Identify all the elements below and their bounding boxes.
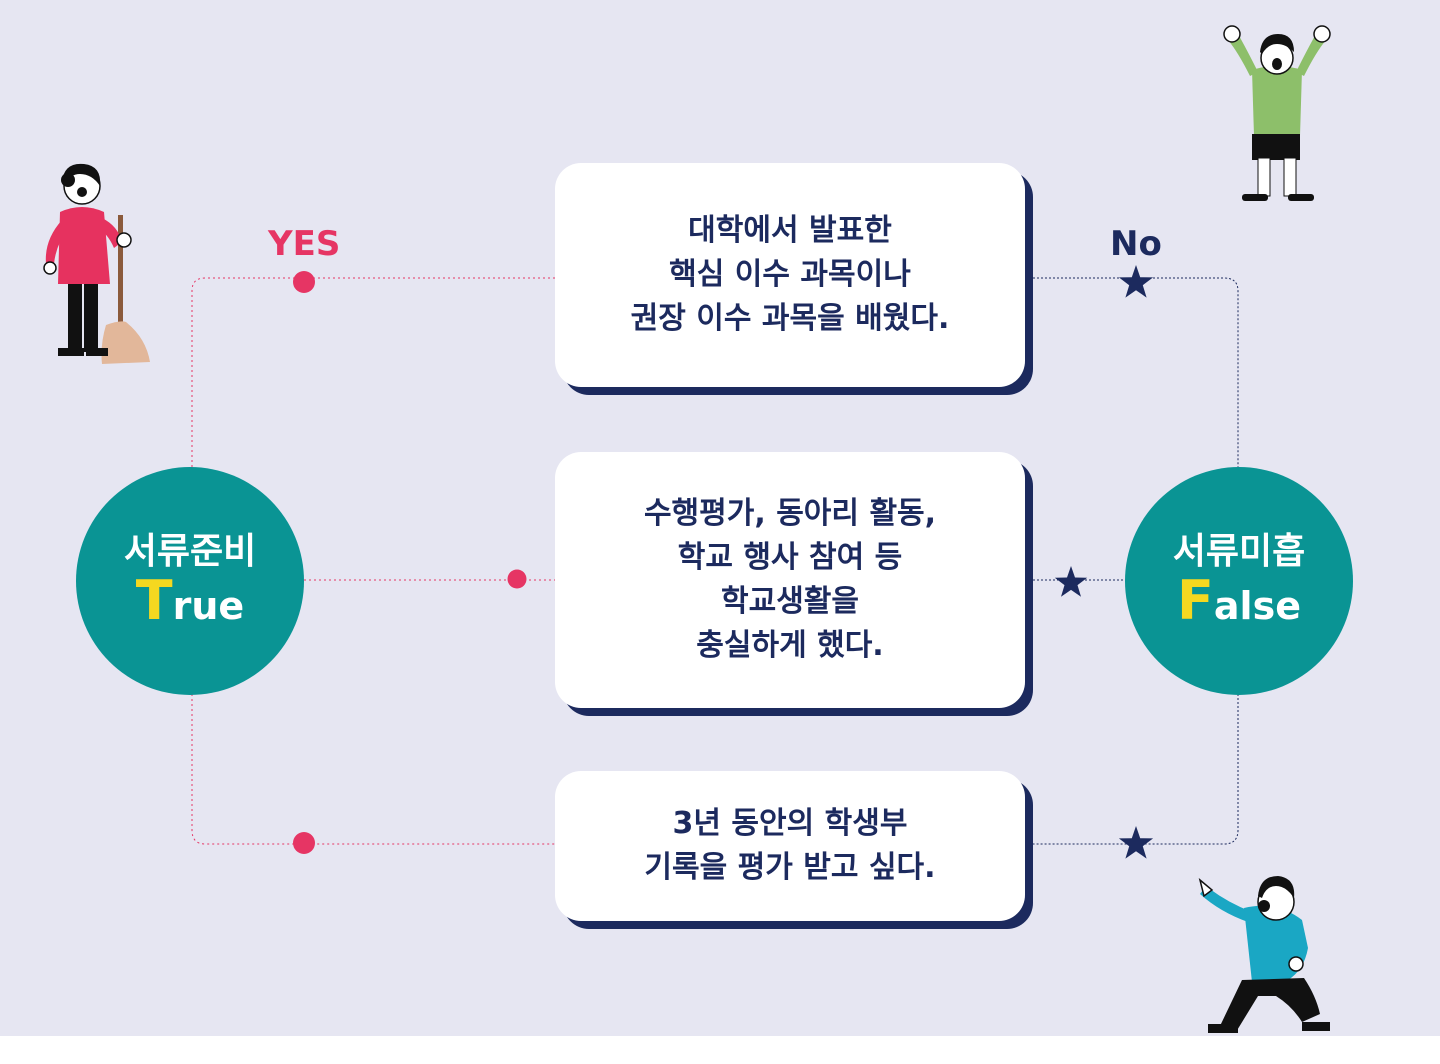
statement-card-core-subjects: 대학에서 발표한 핵심 이수 과목이나 권장 이수 과목을 배웠다. xyxy=(555,163,1025,387)
yes-connector-top xyxy=(191,277,555,467)
dot-marker-icon xyxy=(507,569,527,589)
card-text-line: 기록을 평가 받고 싶다. xyxy=(644,850,936,885)
no-label: No xyxy=(1110,224,1162,264)
yes-connector-bottom xyxy=(191,694,555,845)
pointing-student-illustration xyxy=(1198,876,1330,1033)
outcome-false-word: False xyxy=(1177,573,1301,633)
card-text-line: 학교생활을 xyxy=(721,584,859,619)
card-text-line: 3년 동안의 학생부 xyxy=(672,806,908,841)
dot-marker-icon xyxy=(293,832,315,854)
card-text-line: 대학에서 발표한 xyxy=(688,213,892,248)
card-text-line: 충실하게 했다. xyxy=(696,628,884,663)
no-connector-bottom xyxy=(1025,694,1239,845)
card-text-line: 핵심 이수 과목이나 xyxy=(669,257,911,292)
cheering-student-illustration xyxy=(1223,25,1331,201)
outcome-false-rest: alse xyxy=(1213,583,1301,628)
outcome-true-title: 서류준비 xyxy=(123,530,257,572)
star-marker-icon xyxy=(1054,566,1088,597)
card-text-line: 학교 행사 참여 등 xyxy=(677,540,903,575)
star-marker-icon xyxy=(1118,826,1154,859)
star-marker-icon xyxy=(1118,265,1154,298)
outcome-false-title: 서류미흡 xyxy=(1172,530,1306,572)
statement-card-school-life: 수행평가, 동아리 활동, 학교 행사 참여 등 학교생활을 충실하게 했다. xyxy=(555,452,1025,708)
statement-card-student-record: 3년 동안의 학생부 기록을 평가 받고 싶다. xyxy=(555,771,1025,921)
outcome-true-circle: 서류준비 True xyxy=(76,467,304,695)
card-text-line: 수행평가, 동아리 활동, xyxy=(643,496,937,531)
outcome-true-rest: rue xyxy=(172,583,245,628)
outcome-true-initial: T xyxy=(135,568,173,632)
student-with-broom-illustration xyxy=(43,163,150,364)
outcome-true-word: True xyxy=(136,573,245,633)
outcome-false-initial: F xyxy=(1177,568,1214,632)
outcome-false-circle: 서류미흡 False xyxy=(1125,467,1353,695)
card-text-line: 권장 이수 과목을 배웠다. xyxy=(630,301,950,336)
no-connector-top xyxy=(1025,277,1239,467)
dot-marker-icon xyxy=(293,271,315,293)
bottom-strip xyxy=(0,1036,1440,1064)
yes-label: YES xyxy=(268,224,341,264)
